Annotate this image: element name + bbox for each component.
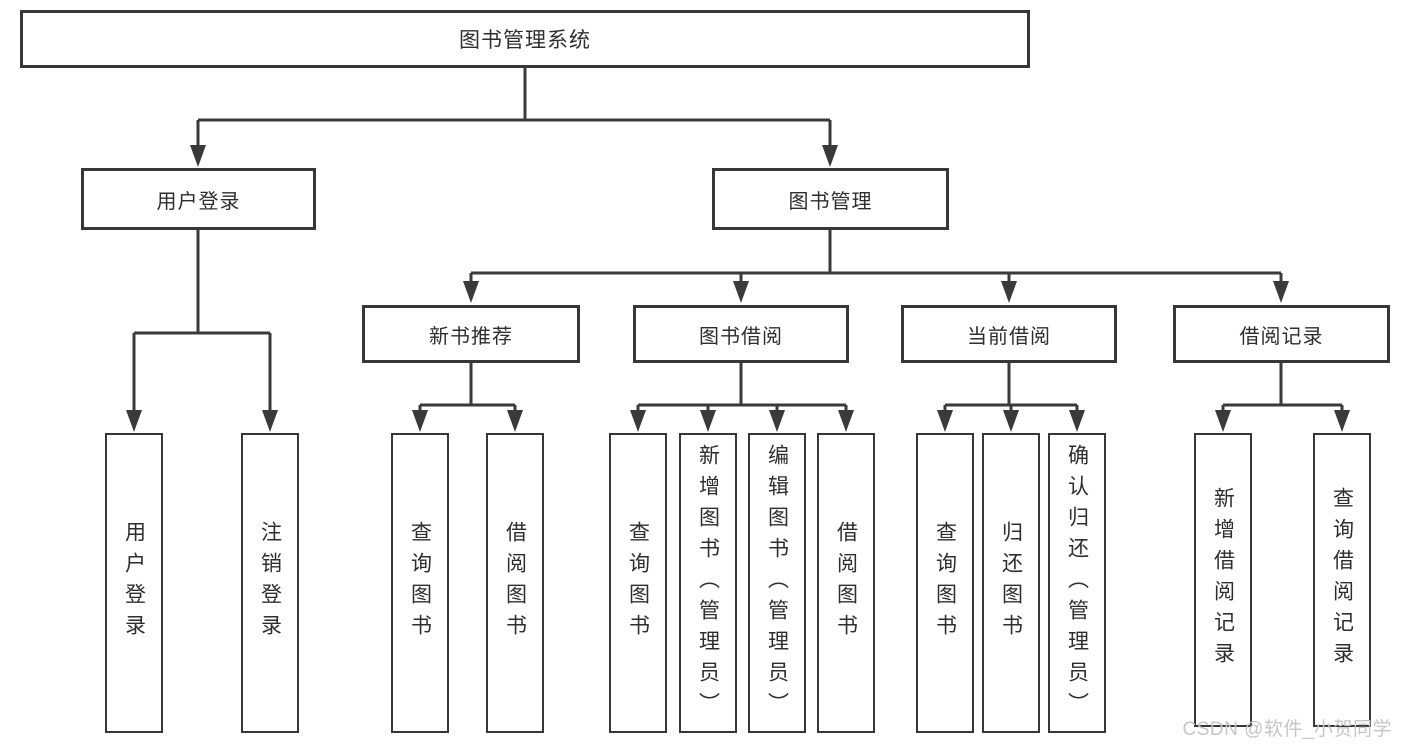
arrow-leaf-bor-add [700, 410, 716, 432]
arrow-leaf-rcd-add [1215, 410, 1231, 432]
leaf-rec-query-books: 查询图书 [391, 433, 449, 733]
arrow-leaf-bor-query [630, 410, 646, 432]
node-user-login: 用户登录 [81, 168, 316, 230]
leaf-confirm-return-admin-label: 确认归还（管理员） [1065, 443, 1089, 723]
leaf-rec-borrow-books: 借阅图书 [486, 433, 544, 733]
leaf-return-book: 归还图书 [982, 433, 1040, 733]
leaf-edit-book-admin: 编辑图书（管理员） [748, 433, 806, 733]
leaf-user-login: 用户登录 [105, 433, 163, 733]
connector-root-to-level2 [196, 68, 832, 147]
node-root-label: 图书管理系统 [459, 29, 591, 52]
leaf-rec-query-books-label: 查询图书 [408, 521, 432, 645]
leaf-logout-label: 注销登录 [258, 521, 282, 645]
arrow-leaf-rcd-query [1334, 410, 1350, 432]
node-current-borrow-label: 当前借阅 [967, 325, 1051, 348]
arrow-leaf-rec-borrow [507, 410, 523, 432]
leaf-logout: 注销登录 [241, 433, 299, 733]
node-borrow-records: 借阅记录 [1173, 305, 1390, 363]
node-user-login-label: 用户登录 [156, 190, 241, 213]
arrow-leaf-cur-query [937, 410, 953, 432]
leaf-cur-query-books: 查询图书 [916, 433, 974, 733]
leaf-add-book-admin-label: 新增图书（管理员） [696, 443, 720, 723]
arrow-leaf-cur-confirm [1069, 410, 1085, 432]
connector-level3-stems [420, 363, 1342, 407]
node-book-borrow: 图书借阅 [633, 305, 849, 363]
node-borrow-records-label: 借阅记录 [1239, 325, 1324, 348]
arrow-leaf-bor-edit [769, 410, 785, 432]
arrow-leaf-rec-query [412, 410, 428, 432]
leaf-add-borrow-record-label: 新增借阅记录 [1211, 487, 1235, 673]
leaf-query-borrow-record: 查询借阅记录 [1313, 433, 1371, 727]
arrow-to-borrow-records [1273, 281, 1289, 303]
connector-login-to-leaves [132, 230, 272, 412]
leaf-bor-query-books: 查询图书 [609, 433, 667, 733]
leaf-cur-query-books-label: 查询图书 [933, 521, 957, 645]
node-new-book-recommend: 新书推荐 [362, 305, 580, 363]
node-book-management-label: 图书管理 [788, 190, 873, 213]
arrow-to-book-borrow [733, 281, 749, 303]
arrow-to-book-mgmt [822, 145, 838, 167]
leaf-bor-query-books-label: 查询图书 [626, 521, 650, 645]
leaf-return-book-label: 归还图书 [999, 521, 1023, 645]
arrow-leaf-bor-borrow [838, 410, 854, 432]
leaf-confirm-return-admin: 确认归还（管理员） [1048, 433, 1106, 733]
leaf-user-login-label: 用户登录 [122, 521, 146, 645]
leaf-bor-borrow-books: 借阅图书 [817, 433, 875, 733]
arrowheads [126, 145, 1350, 432]
node-new-book-recommend-label: 新书推荐 [429, 325, 513, 348]
leaf-rec-borrow-books-label: 借阅图书 [503, 521, 527, 645]
leaf-add-borrow-record: 新增借阅记录 [1194, 433, 1252, 727]
leaf-query-borrow-record-label: 查询借阅记录 [1330, 487, 1354, 673]
leaf-bor-borrow-books-label: 借阅图书 [834, 521, 858, 645]
leaf-add-book-admin: 新增图书（管理员） [679, 433, 737, 733]
arrow-to-leaf-user-login [126, 410, 142, 432]
csdn-watermark: CSDN @软件_小贺同学 [1182, 719, 1392, 740]
connector-mgmt-to-level3 [469, 230, 1283, 283]
node-root: 图书管理系统 [20, 10, 1030, 68]
arrow-to-new-book-recommend [463, 281, 479, 303]
node-book-borrow-label: 图书借阅 [699, 325, 783, 348]
arrow-to-current-borrow [1001, 281, 1017, 303]
leaf-edit-book-admin-label: 编辑图书（管理员） [765, 443, 789, 723]
arrow-leaf-cur-return [1003, 410, 1019, 432]
arrow-to-user-login [190, 145, 206, 167]
arrow-to-leaf-logout [262, 410, 278, 432]
node-book-management: 图书管理 [712, 168, 949, 230]
node-current-borrow: 当前借阅 [901, 305, 1117, 363]
connector-leaf-drops [418, 405, 1344, 412]
